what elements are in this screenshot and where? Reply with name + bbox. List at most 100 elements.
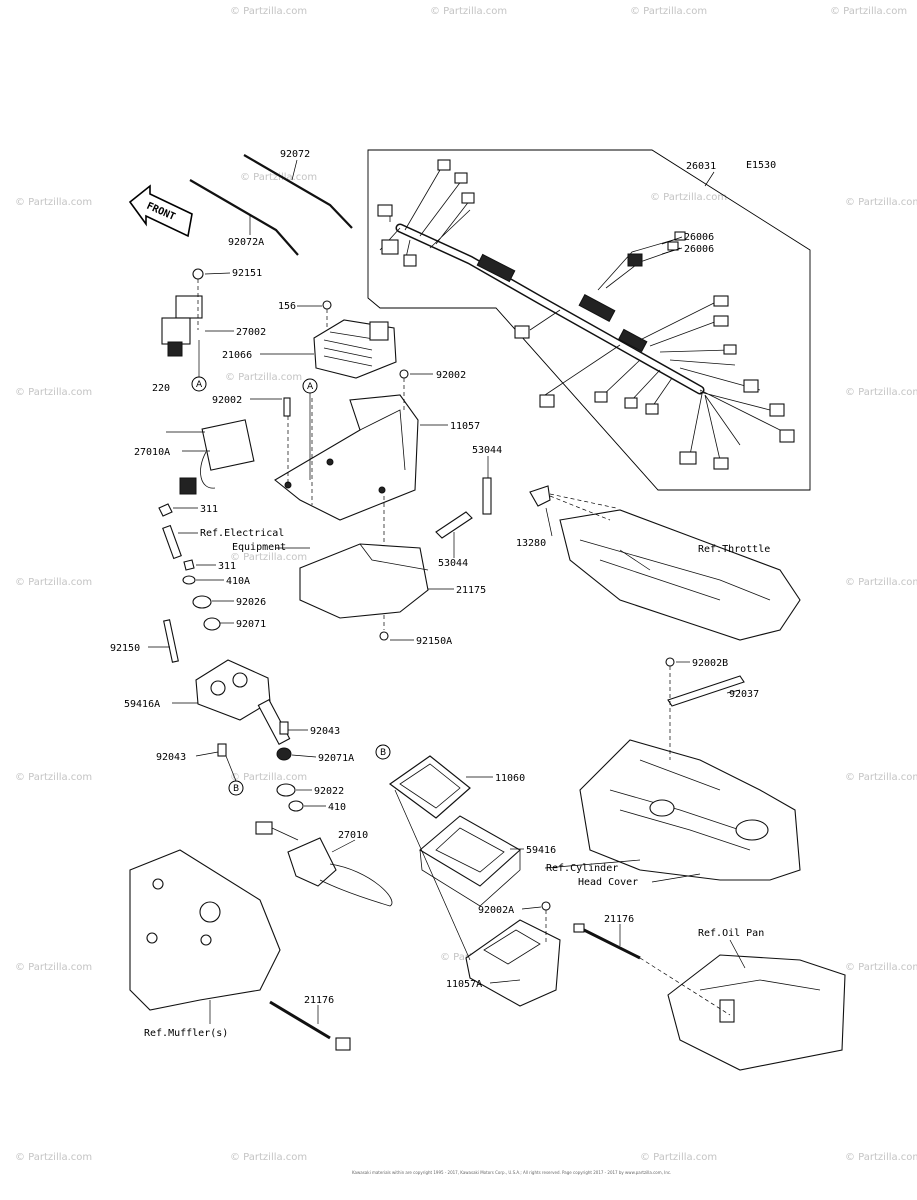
- throttle-detail: [579, 539, 771, 601]
- watermark: © Partzilla.com: [240, 172, 317, 183]
- ecu-body: [299, 543, 429, 619]
- watermark: © Partzilla.com: [845, 772, 917, 783]
- part-label: 92151: [232, 268, 262, 279]
- bolt: [162, 524, 182, 560]
- cylinder-head-cover: [579, 657, 801, 881]
- ref-label: Ref.Throttle: [698, 544, 770, 555]
- main-harness-group: [367, 149, 811, 491]
- sensor-body: [201, 419, 255, 471]
- part-label: 410: [328, 802, 346, 813]
- connector: [679, 451, 697, 465]
- harness-frame: [367, 149, 811, 491]
- watermark: © Partzilla.com: [230, 1152, 307, 1163]
- cover-side: [419, 849, 521, 907]
- bracket-11057A: [394, 789, 561, 1007]
- watermark: © Partzilla.com: [845, 1152, 917, 1163]
- oil-pan-outline: [667, 954, 846, 1071]
- connector: [514, 325, 530, 339]
- head-cover-port: [735, 819, 769, 841]
- cable-tie-92037: [667, 675, 745, 707]
- part-label: 59416A: [124, 699, 160, 710]
- collar-92071: [203, 617, 221, 631]
- bolt-92043: [217, 743, 227, 757]
- part-label: 92072A: [228, 237, 264, 248]
- callout-B-label: B: [380, 748, 386, 758]
- muffler-hole: [200, 934, 212, 946]
- connector: [594, 391, 608, 403]
- leader-line: [225, 755, 237, 782]
- watermark: © Partzilla.com: [830, 6, 907, 17]
- watermark: © Partzilla.com: [430, 6, 507, 17]
- part-labels: E1530 92072 92072A 26031 26006 26006 921…: [110, 149, 776, 1006]
- clamp-13280: [529, 485, 551, 507]
- gasket-11060: [388, 755, 471, 819]
- part-label: 311: [218, 561, 236, 572]
- grommet-92026: [192, 595, 212, 609]
- connector: [667, 241, 679, 251]
- bolt-92002A: [541, 901, 551, 911]
- ecu-edge: [359, 543, 429, 571]
- part-label: 92043: [310, 726, 340, 737]
- ref-label: Ref.Muffler(s): [144, 1028, 228, 1039]
- watermark: © Partzilla.com: [845, 577, 917, 588]
- head-cover-port: [649, 799, 675, 817]
- watermark: © Partzilla.com: [230, 772, 307, 783]
- watermark: © Partzilla.com: [15, 962, 92, 973]
- watermark: © Partzilla.com: [230, 6, 307, 17]
- nut-311: [158, 503, 173, 517]
- bracket-window: [483, 929, 541, 965]
- cable-ties: [189, 154, 353, 256]
- cable-tie-92072: [243, 154, 353, 229]
- bracket-11057: [274, 369, 419, 630]
- assembly-line: [549, 493, 617, 521]
- callout-A-label: A: [196, 380, 203, 390]
- callout-B: [375, 744, 391, 760]
- gasket-outer: [388, 755, 471, 819]
- rods-53044: [435, 477, 492, 539]
- bracket-plate: [274, 394, 419, 521]
- switch-27010: [255, 821, 393, 907]
- part-label: 11057A: [446, 979, 482, 990]
- part-label: 92026: [236, 597, 266, 608]
- connector: [713, 295, 729, 307]
- ref-label: Ref.Cylinder: [546, 863, 618, 874]
- part-label: 27002: [236, 327, 266, 338]
- bracket-bore: [210, 680, 226, 696]
- cover-59416: [419, 815, 521, 907]
- muffler-hole: [146, 932, 158, 944]
- sensor-connector: [335, 1037, 351, 1051]
- oil-pan-detail: [699, 979, 821, 991]
- connector: [723, 344, 737, 355]
- regulator-21066: [313, 300, 397, 379]
- washer-410A: [182, 575, 196, 585]
- watermark: © Partzilla.com: [15, 772, 92, 783]
- bolt-92150: [163, 619, 179, 663]
- watermark: © Partzilla.com: [15, 197, 92, 208]
- connector: [461, 192, 475, 204]
- watermark: © Partzilla.com: [225, 372, 302, 383]
- front-arrow-shape: [128, 184, 193, 238]
- bracket-edge: [359, 409, 406, 471]
- relay-terminal: [167, 341, 183, 357]
- part-label: 11060: [495, 773, 525, 784]
- callout-A-label: A: [307, 382, 314, 392]
- part-label: 92002A: [478, 905, 514, 916]
- part-label: 26031: [686, 161, 716, 172]
- ref-label: Equipment: [232, 542, 286, 553]
- watermark: © Partzilla.com: [15, 1152, 92, 1163]
- connector: [624, 397, 638, 409]
- hardware-column: [158, 503, 389, 663]
- sensor-21176: [583, 928, 641, 960]
- watermark: © Partzilla.com: [640, 1152, 717, 1163]
- bolt-92043: [279, 721, 289, 735]
- part-label: 27010: [338, 830, 368, 841]
- throttle-body: [529, 485, 801, 641]
- assembly-line: [639, 957, 731, 1016]
- switch-cable: [319, 863, 393, 907]
- harness-sleeve: [618, 328, 648, 353]
- oil-pan: [573, 923, 846, 1071]
- connector: [539, 394, 555, 408]
- diagram-code: E1530: [746, 160, 776, 171]
- part-label: 26006: [684, 232, 714, 243]
